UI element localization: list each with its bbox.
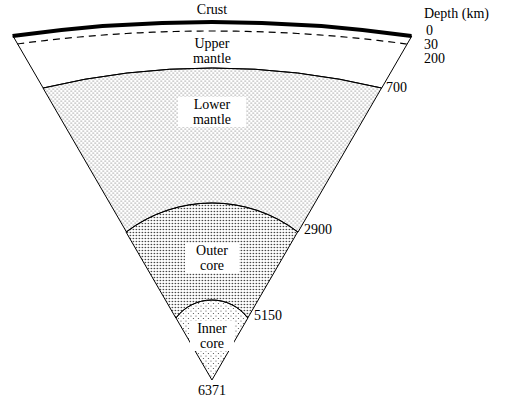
depth-value: 30 <box>424 37 438 52</box>
depth-value: 200 <box>424 51 445 66</box>
label-holder: Inner core <box>190 321 234 352</box>
band-shape <box>176 300 248 380</box>
axis-title: Depth (km) <box>424 6 489 21</box>
layer-name: Inner core <box>190 321 234 352</box>
depth-value: 6371 <box>198 383 226 398</box>
layer-label: Crust <box>197 2 227 17</box>
inner-core-sector: Inner core <box>173 297 251 383</box>
layer-name: Outer core <box>185 243 239 274</box>
label-holder: Outer core <box>185 243 239 274</box>
depth-value: 700 <box>386 80 407 95</box>
label-holder: Lower mantle <box>178 97 246 128</box>
depth-value: 5150 <box>254 308 282 323</box>
depth-value: 2900 <box>304 222 332 237</box>
depth-value: 0 <box>426 23 433 38</box>
layer-name: Upper mantle <box>178 36 246 67</box>
label-holder: Upper mantle <box>178 36 246 67</box>
layer-name: Lower mantle <box>178 97 246 128</box>
